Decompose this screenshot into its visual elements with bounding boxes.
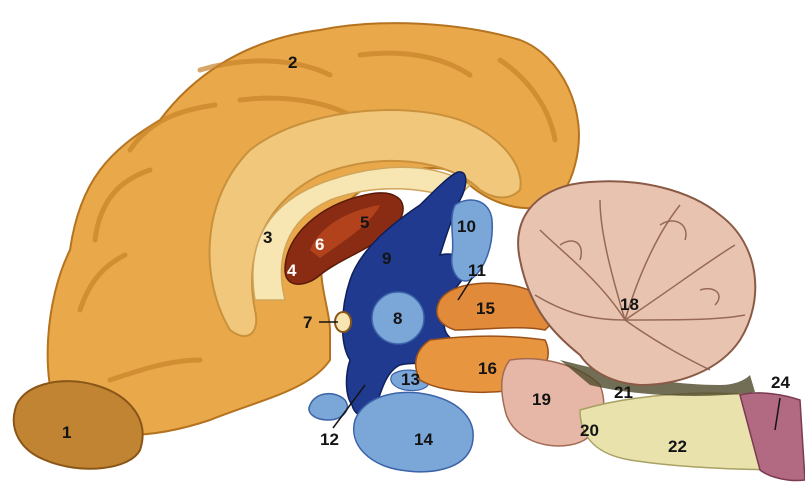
label-24: 24	[771, 373, 790, 392]
cerebellum	[518, 181, 755, 385]
label-16: 16	[478, 359, 497, 378]
label-11: 11	[468, 261, 486, 280]
label-13: 13	[401, 370, 420, 389]
label-2: 2	[288, 53, 297, 72]
label-8: 8	[393, 309, 402, 328]
label-22: 22	[668, 437, 687, 456]
label-14: 14	[414, 430, 433, 449]
label-10: 10	[457, 217, 476, 236]
label-7: 7	[303, 313, 312, 332]
label-1: 1	[62, 423, 71, 442]
label-18: 18	[620, 295, 639, 314]
label-3: 3	[263, 228, 272, 247]
label-15: 15	[476, 299, 495, 318]
label-19: 19	[532, 390, 551, 409]
label-9: 9	[382, 249, 391, 268]
label-12: 12	[320, 430, 339, 449]
label-6: 6	[315, 235, 324, 254]
label-5: 5	[360, 213, 369, 232]
label-4: 4	[287, 261, 297, 280]
label-21: 21	[614, 383, 633, 402]
label-20: 20	[580, 421, 599, 440]
